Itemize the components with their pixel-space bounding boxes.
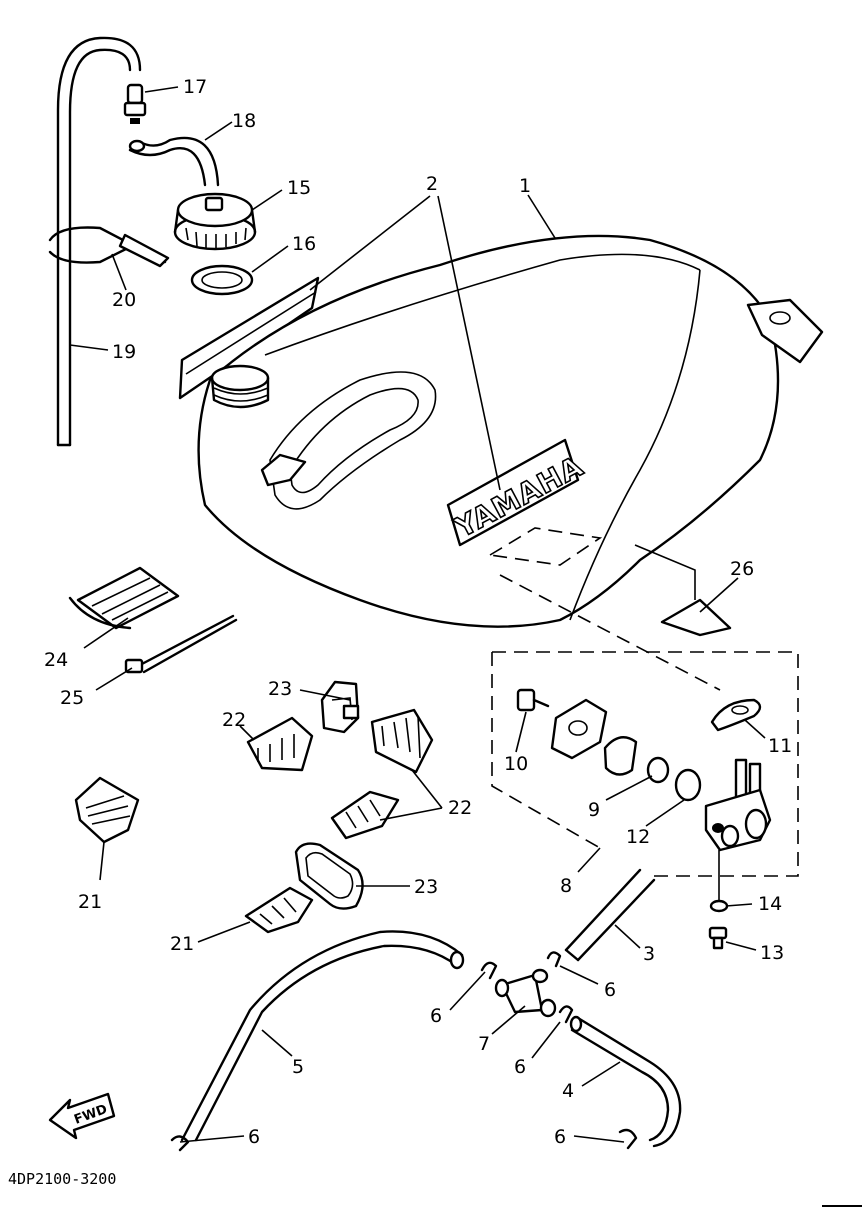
- fwd-arrow-icon: FWD: [48, 1092, 116, 1140]
- callout-17: 17: [183, 76, 207, 98]
- damper-pad-26: [634, 544, 732, 637]
- damper-21-upper: [74, 776, 140, 844]
- callout-15: 15: [287, 177, 311, 199]
- t-joint-7: [494, 968, 557, 1018]
- hose-3: [564, 868, 656, 962]
- hose-4: [569, 1015, 682, 1148]
- hose-5: [180, 930, 465, 1142]
- filter-12: [674, 768, 702, 802]
- gasket-16: [190, 264, 254, 296]
- callout-6e: 6: [554, 1126, 566, 1148]
- cable-tie-25: [124, 614, 238, 674]
- clamp-band-20: [48, 226, 170, 268]
- damper-23-lower: [294, 842, 364, 910]
- callout-21a: 21: [78, 891, 102, 913]
- callout-19: 19: [112, 341, 136, 363]
- callout-9: 9: [588, 799, 600, 821]
- callout-10: 10: [504, 753, 528, 775]
- callout-26: 26: [730, 558, 754, 580]
- callout-16: 16: [292, 233, 316, 255]
- callout-18: 18: [232, 110, 256, 132]
- washer-14: [709, 899, 729, 913]
- leader-lines: [69, 86, 766, 1143]
- callout-6b: 6: [430, 1005, 442, 1027]
- cock-plate: [550, 698, 608, 760]
- callout-1: 1: [519, 175, 531, 197]
- callout-24: 24: [44, 649, 68, 671]
- damper-22-lower: [330, 790, 400, 840]
- screw-13: [708, 926, 728, 950]
- fuel-cock-assembly-box: [491, 574, 799, 877]
- hose-joint-17: [123, 83, 147, 124]
- callout-12: 12: [626, 826, 650, 848]
- callout-7: 7: [478, 1033, 490, 1055]
- emblem-decal-2: [178, 276, 320, 400]
- hose-18: [128, 136, 220, 187]
- callout-8: 8: [560, 875, 572, 897]
- callout-6d: 6: [248, 1126, 260, 1148]
- callout-23a: 23: [268, 678, 292, 700]
- callout-2: 2: [426, 173, 438, 195]
- gasket-11: [710, 698, 762, 732]
- o-ring-9: [646, 756, 670, 784]
- clip-24: [68, 566, 180, 630]
- callout-22b: 22: [448, 797, 472, 819]
- damper-21-lower: [244, 886, 314, 934]
- callout-22a: 22: [222, 709, 246, 731]
- damper-23-upper: [320, 680, 360, 734]
- callout-6c: 6: [514, 1056, 526, 1078]
- callout-20: 20: [112, 289, 136, 311]
- callout-14: 14: [758, 893, 782, 915]
- callout-23b: 23: [414, 876, 438, 898]
- callout-6a: 6: [604, 979, 616, 1001]
- strainer: [603, 736, 638, 776]
- screw-10: [516, 688, 550, 712]
- breather-hose-19: [56, 36, 142, 447]
- fuel-cock: [704, 758, 772, 852]
- callout-11: 11: [768, 735, 792, 757]
- callout-5: 5: [292, 1056, 304, 1078]
- callout-21b: 21: [170, 933, 194, 955]
- callout-13: 13: [760, 942, 784, 964]
- callout-labels: 1 2 3 4 5 6 6 6 6 6 7 8 9 10 11 12 13 14…: [44, 76, 792, 1148]
- callout-3: 3: [643, 943, 655, 965]
- fuel-cap-15: [173, 192, 257, 251]
- callout-4: 4: [562, 1080, 574, 1102]
- damper-22-left: [246, 716, 314, 772]
- damper-22-right: [370, 708, 434, 774]
- drawing-code: 4DP2100-3200: [8, 1170, 116, 1188]
- callout-25: 25: [60, 687, 84, 709]
